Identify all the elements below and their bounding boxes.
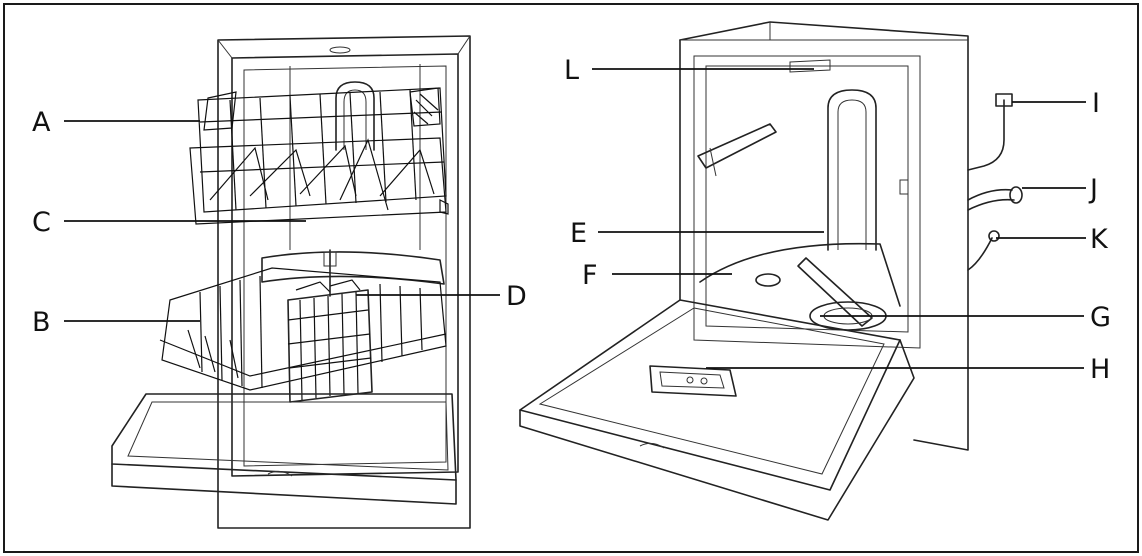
open-door-right bbox=[519, 299, 915, 521]
open-door-left bbox=[111, 393, 457, 505]
water-inlet-hose bbox=[967, 99, 1005, 171]
label-a: A bbox=[32, 107, 51, 138]
label-i: I bbox=[1092, 88, 1100, 119]
label-k: K bbox=[1090, 224, 1109, 255]
label-j: J bbox=[1088, 174, 1098, 205]
figure-border bbox=[3, 3, 1139, 553]
label-c: C bbox=[32, 207, 51, 238]
label-f: F bbox=[582, 260, 598, 291]
part-labels: A C B D L E F G H I J K bbox=[32, 55, 1111, 385]
detergent-dispenser bbox=[649, 365, 737, 397]
power-cord bbox=[967, 237, 993, 271]
tub-opening-left bbox=[231, 53, 459, 477]
upper-rack bbox=[189, 87, 449, 225]
cabinet-outline-left bbox=[217, 35, 471, 529]
dishwasher-front-view bbox=[111, 35, 471, 529]
cabinet-outline-right bbox=[679, 21, 969, 451]
dishwasher-interior-view bbox=[519, 21, 1023, 521]
label-l: L bbox=[564, 55, 579, 86]
label-b: B bbox=[32, 307, 51, 338]
label-d: D bbox=[506, 281, 527, 312]
spray-arm bbox=[797, 257, 873, 327]
rinse-aid-cap bbox=[755, 273, 781, 287]
lower-rack bbox=[159, 249, 447, 403]
label-g: G bbox=[1090, 302, 1111, 333]
leader-lines bbox=[64, 68, 1086, 369]
drain-hose bbox=[967, 188, 1013, 201]
label-e: E bbox=[570, 218, 587, 249]
label-h: H bbox=[1090, 354, 1110, 385]
